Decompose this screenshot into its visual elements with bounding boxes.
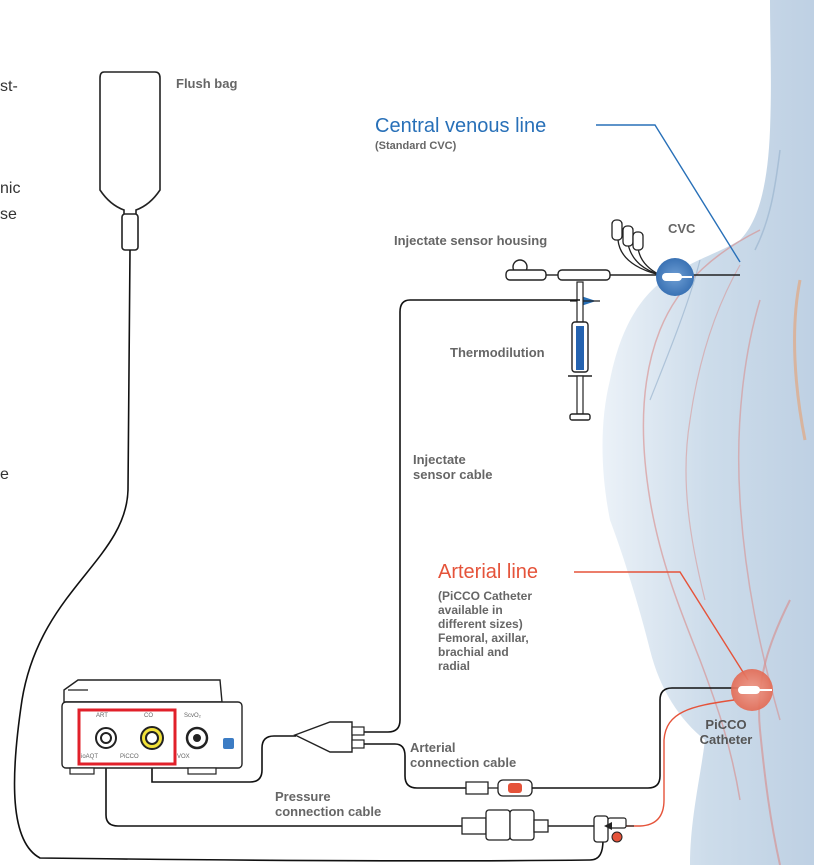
thermodilution-syringe (568, 282, 600, 420)
pressure-transducer-connector (462, 810, 594, 840)
injectate-sensor-housing-label: Injectate sensor housing (394, 233, 547, 248)
thermodilution-label: Thermodilution (450, 345, 545, 360)
pressure-transducer (594, 816, 634, 842)
flush-bag (100, 72, 160, 250)
monitor-port-scvo2-label: ScvO₂ (184, 713, 201, 719)
monitor-label-vox: VOX (177, 754, 190, 760)
picco-catheter-label: PiCCO Catheter (688, 717, 764, 747)
y-connector (295, 722, 364, 752)
pressure-connection-cable-label: Pressure connection cable (275, 789, 381, 819)
arterial-connection-cable-label: Arterial connection cable (410, 740, 516, 770)
arterial-line-title: Arterial line (438, 561, 538, 583)
central-venous-line-title: Central venous line (375, 115, 546, 137)
cutoff-text-fragment: e (0, 466, 9, 484)
monitor-label-picco: PiCCO (120, 754, 139, 760)
picco-catheter-marker (731, 669, 773, 711)
cutoff-text-fragment: se (0, 206, 17, 224)
cvc-label: CVC (668, 221, 695, 236)
monitor-port-co-label: CO (144, 713, 153, 719)
cutoff-text-fragment: st- (0, 78, 18, 96)
central-venous-line-subtitle: (Standard CVC) (375, 140, 456, 153)
flush-bag-label: Flush bag (176, 76, 237, 91)
injectate-sensor-cable-label: Injectate sensor cable (413, 452, 493, 482)
arterial-line-description: (PiCCO Catheter available in different s… (438, 589, 532, 673)
cutoff-text-fragment: nic (0, 180, 20, 198)
cvc-lumen-connectors (612, 220, 660, 275)
arterial-cable-connector (466, 780, 532, 796)
monitor-port-art-label: ART (96, 713, 108, 719)
monitor-label-ioaqt: ioAQT (81, 754, 98, 760)
cvc-insertion-marker (656, 258, 694, 296)
